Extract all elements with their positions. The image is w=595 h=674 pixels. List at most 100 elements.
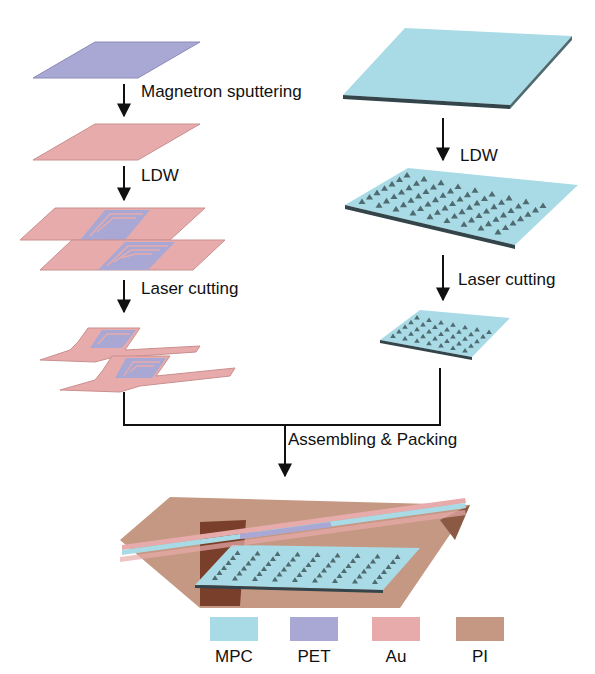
micro-bump xyxy=(498,199,505,205)
process-arrow xyxy=(123,84,125,116)
micro-bump xyxy=(366,194,373,200)
micro-bump xyxy=(462,336,468,340)
micro-bump xyxy=(451,213,458,219)
micro-bump xyxy=(438,343,444,347)
micro-bump xyxy=(383,198,390,204)
micro-bump xyxy=(400,202,407,208)
micro-bump xyxy=(275,551,281,556)
micro-bump xyxy=(434,209,441,215)
micro-bump xyxy=(306,562,312,567)
micro-bump xyxy=(455,183,462,189)
micro-bump xyxy=(286,562,292,567)
micro-bump xyxy=(426,329,432,333)
cut-electrodes xyxy=(40,328,235,392)
micro-bump xyxy=(450,346,456,350)
micro-bump xyxy=(486,330,492,334)
micro-bump xyxy=(510,220,517,226)
micro-bump xyxy=(321,568,327,573)
step-label: LDW xyxy=(460,146,498,166)
micro-bump xyxy=(221,565,227,570)
micro-bump xyxy=(390,334,396,338)
micro-bump xyxy=(297,572,303,577)
micro-bump xyxy=(500,212,507,218)
legend-label: Au xyxy=(386,647,407,667)
micro-bump xyxy=(257,571,263,576)
micro-bump xyxy=(408,331,414,335)
micro-bump xyxy=(414,327,420,331)
micro-bump xyxy=(466,204,473,210)
micro-bump xyxy=(472,187,479,193)
micro-bump xyxy=(346,563,352,568)
micro-bump xyxy=(357,574,363,579)
micro-bump xyxy=(246,561,252,566)
au-sheet xyxy=(33,124,200,160)
micro-bump xyxy=(390,559,396,564)
micro-bump xyxy=(386,564,392,569)
micro-bump xyxy=(377,574,383,579)
micro-bump xyxy=(480,334,486,338)
micro-bump xyxy=(456,341,462,345)
micro-bump xyxy=(420,322,426,326)
micro-bump xyxy=(261,566,267,571)
micro-bump xyxy=(230,555,236,560)
micro-bump xyxy=(462,325,468,329)
micro-bump xyxy=(212,575,218,580)
micro-bump xyxy=(341,568,347,573)
micro-bump xyxy=(430,184,437,190)
process-arrow xyxy=(123,166,125,200)
micro-bump xyxy=(232,576,238,581)
micro-bump xyxy=(332,578,338,583)
micro-bump xyxy=(315,552,321,557)
micro-bump xyxy=(462,348,468,352)
pet-sheet xyxy=(33,42,200,78)
micro-bump xyxy=(255,551,261,556)
legend-swatch xyxy=(290,617,338,641)
micro-bump xyxy=(217,570,223,575)
micro-bump xyxy=(301,567,307,572)
micro-bump xyxy=(408,320,414,324)
micro-bump xyxy=(450,322,456,326)
micro-bump xyxy=(420,334,426,338)
micro-bump xyxy=(277,572,283,577)
micro-bump xyxy=(381,569,387,574)
micro-bump xyxy=(540,202,547,208)
legend-label: PET xyxy=(297,647,330,667)
micro-bump xyxy=(508,207,515,213)
step-label: Assembling & Packing xyxy=(288,430,457,450)
micro-bump xyxy=(355,553,361,558)
micro-bump xyxy=(438,180,445,186)
mpc-microstructured-film xyxy=(345,168,578,249)
micro-bump xyxy=(290,557,296,562)
micro-bump xyxy=(317,573,323,578)
micro-bump xyxy=(326,563,332,568)
step-label: Magnetron sputtering xyxy=(141,82,302,102)
micro-bump xyxy=(372,579,378,584)
micro-bump xyxy=(449,200,456,206)
micro-bump xyxy=(491,204,498,210)
micro-bump xyxy=(456,329,462,333)
micro-bump xyxy=(468,332,474,336)
legend-swatch xyxy=(210,617,258,641)
merge-line xyxy=(124,368,440,425)
micro-bump xyxy=(395,554,401,559)
step-label: LDW xyxy=(141,166,179,186)
micro-bump xyxy=(410,210,417,216)
micro-bump xyxy=(335,553,341,558)
micro-bump xyxy=(438,320,444,324)
step-label: Laser cutting xyxy=(141,279,238,299)
micro-bump xyxy=(266,561,272,566)
micro-bump xyxy=(525,211,532,217)
micro-bump xyxy=(312,578,318,583)
step-label: Laser cutting xyxy=(458,270,555,290)
micro-bump xyxy=(495,229,502,235)
micro-bump xyxy=(370,559,376,564)
micro-bump xyxy=(517,216,524,222)
micro-bump xyxy=(417,205,424,211)
micro-bump xyxy=(432,197,439,203)
micro-bump xyxy=(389,181,396,187)
micro-bump xyxy=(425,201,432,207)
micro-bump xyxy=(478,225,485,231)
micro-bump xyxy=(440,192,447,198)
micro-bump xyxy=(408,197,415,203)
